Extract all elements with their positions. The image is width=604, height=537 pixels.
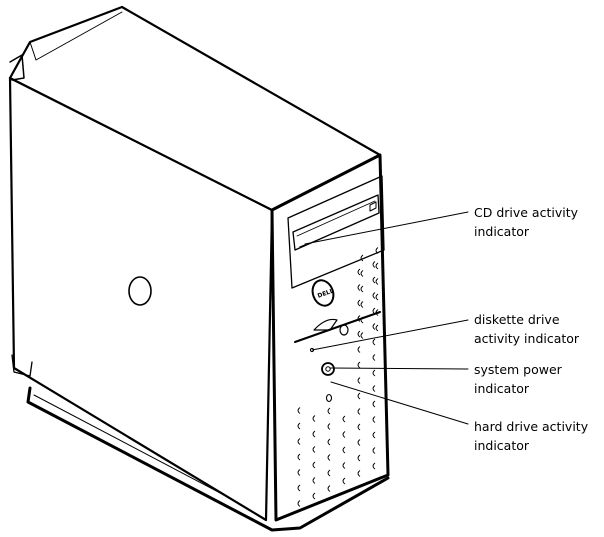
- vent-mark: [357, 470, 361, 477]
- callout-line-cd: [304, 211, 469, 245]
- diskette-drive-slot: [294, 311, 381, 343]
- vent-mark: [297, 438, 301, 445]
- vent-mark: [375, 293, 379, 301]
- vent-mark: [372, 261, 376, 268]
- vent-mark: [357, 268, 361, 276]
- vent-mark: [360, 285, 364, 293]
- vent-mark: [357, 299, 361, 307]
- callout-system-power-indicator: system power indicator: [474, 362, 562, 396]
- cd-drive-bay: [287, 175, 385, 289]
- tower-top-panel: [8, 5, 382, 212]
- vent-mark: [342, 477, 346, 485]
- side-panel-latch: [128, 276, 152, 306]
- vent-mark: [312, 430, 316, 438]
- vent-mark: [327, 423, 331, 430]
- vent-mark: [357, 392, 361, 400]
- callout-line-power: [329, 367, 469, 370]
- vent-mark: [342, 431, 346, 438]
- callout-line-hdd: [330, 381, 469, 425]
- front-vent-pattern: [297, 247, 379, 507]
- vent-mark: [312, 477, 316, 484]
- vent-mark: [372, 416, 376, 423]
- vent-mark: [312, 446, 316, 453]
- vent-mark: [372, 338, 376, 346]
- vent-mark: [312, 492, 316, 500]
- callout-hard-drive-activity-indicator: hard drive activity indicator: [474, 419, 589, 453]
- vent-mark: [360, 301, 364, 308]
- vent-mark: [372, 447, 376, 454]
- vent-mark: [327, 469, 331, 477]
- vent-mark: [312, 461, 316, 469]
- vent-mark: [357, 315, 361, 322]
- vent-mark: [357, 423, 361, 431]
- vent-mark: [372, 354, 376, 361]
- vent-mark: [372, 400, 376, 408]
- vent-mark: [357, 346, 361, 353]
- vent-mark: [372, 276, 376, 284]
- vent-mark: [372, 462, 376, 470]
- vent-mark: [312, 415, 316, 422]
- vent-mark: [357, 454, 361, 462]
- vent-mark: [360, 270, 364, 277]
- vent-mark: [375, 247, 379, 254]
- vent-mark: [372, 369, 376, 377]
- vent-mark: [357, 330, 361, 338]
- callout-line-diskette: [311, 319, 469, 351]
- vent-mark: [327, 485, 331, 492]
- vent-mark: [360, 332, 364, 339]
- dell-logo-badge: [311, 279, 335, 307]
- vent-mark: [375, 324, 379, 332]
- vent-mark: [357, 439, 361, 446]
- vent-mark: [360, 316, 364, 324]
- vent-mark: [375, 262, 379, 270]
- vent-mark: [372, 431, 376, 439]
- vent-mark: [327, 454, 331, 461]
- callout-cd-drive-activity-indicator: CD drive activity indicator: [474, 205, 579, 239]
- vent-mark: [327, 407, 331, 415]
- vent-mark: [297, 500, 301, 507]
- vent-mark: [375, 309, 379, 316]
- vent-mark: [372, 292, 376, 299]
- hard-drive-activity-led: [325, 393, 333, 403]
- vent-mark: [372, 385, 376, 392]
- vent-mark: [357, 408, 361, 415]
- vent-mark: [357, 284, 361, 291]
- vent-mark: [297, 422, 301, 430]
- vent-mark: [327, 438, 331, 446]
- vent-mark: [357, 361, 361, 369]
- vent-mark: [297, 484, 301, 492]
- tower-base: [26, 386, 390, 532]
- vent-mark: [372, 323, 376, 330]
- callout-diskette-drive-activity-indicator: diskette drive activity indicator: [474, 312, 580, 346]
- vent-mark: [357, 377, 361, 384]
- power-button: [321, 362, 335, 376]
- vent-mark: [342, 415, 346, 423]
- vent-mark: [342, 446, 346, 454]
- vent-mark: [360, 254, 364, 262]
- vent-mark: [372, 307, 376, 315]
- vent-mark: [297, 453, 301, 461]
- tower-front-bezel: [270, 153, 390, 522]
- vent-mark: [297, 469, 301, 476]
- vent-mark: [375, 278, 379, 285]
- vent-mark: [297, 407, 301, 414]
- vent-mark: [342, 462, 346, 469]
